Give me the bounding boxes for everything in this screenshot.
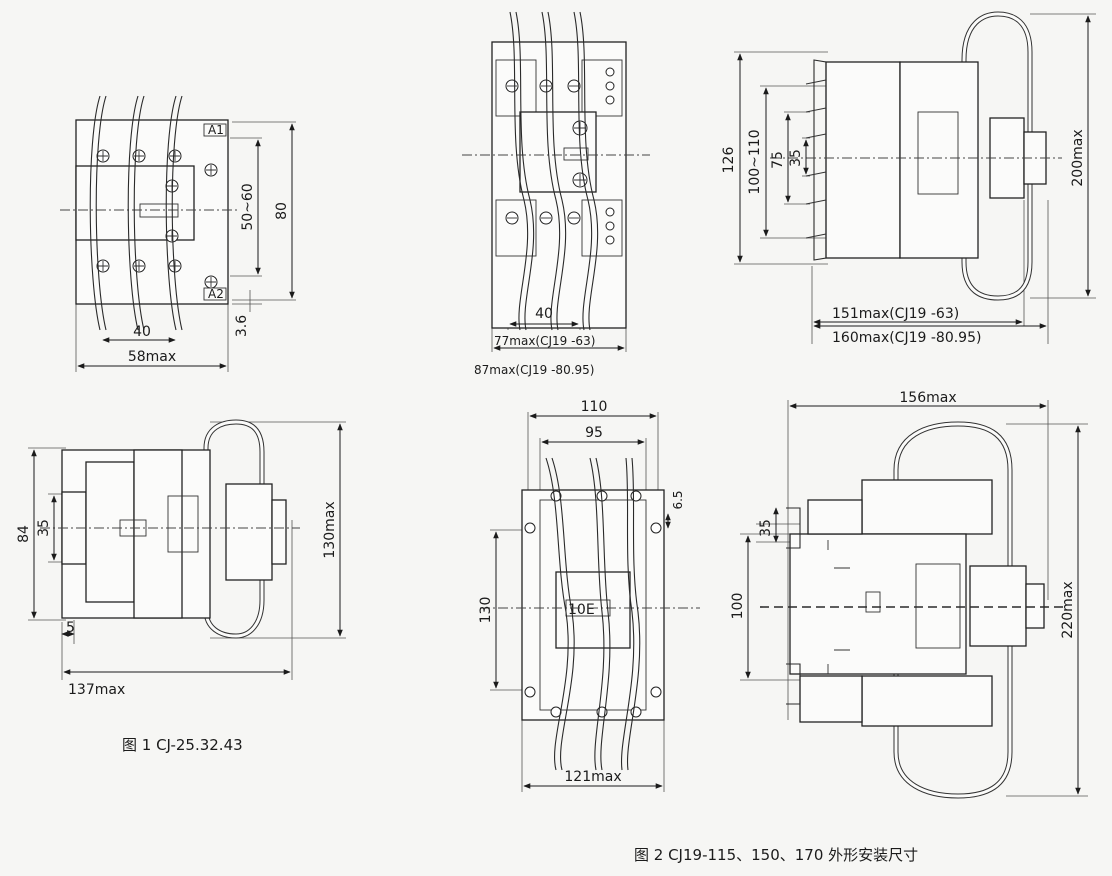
fig2-dim-100: 100: [730, 593, 746, 620]
fig2-dim-156max: 156max: [899, 390, 956, 406]
fig2-dim-160max: 160max(CJ19 -80.95): [832, 330, 981, 346]
fig1-dim-137max: 137max: [68, 682, 125, 698]
fig1-dim-5: 5: [66, 620, 75, 636]
fig1-dim-3-6: 3.6: [234, 315, 250, 337]
fig1-dim-80: 80: [274, 202, 290, 220]
fig1-dim-84: 84: [16, 525, 32, 543]
fig1-dim-40: 40: [133, 324, 151, 340]
fig2-dim-130: 130: [478, 597, 494, 624]
fig2-label-10e: 10E: [568, 602, 595, 618]
fig2-dim-200max: 200max: [1070, 129, 1086, 186]
fig2-top-dim-87max: 87max(CJ19 -80.95): [474, 363, 594, 377]
fig1-terminals: [96, 149, 218, 289]
terminal-a2-label: A2: [208, 287, 224, 301]
fig2-top-dim-40: 40: [535, 306, 553, 322]
fig2-top-dim-77max: 77max(CJ19 -63): [494, 334, 595, 348]
fig1-side-view: 84 35 130max 5 137max: [16, 419, 346, 698]
figure2-caption: 图 2 CJ19-115、150、170 外形安装尺寸: [634, 846, 918, 864]
fig2-dim-126: 126: [721, 147, 737, 174]
fig2-bottom-front-view: 10E 110 95 6.5 130 121max: [478, 399, 700, 792]
fig2-dim-6-5: 6.5: [671, 490, 685, 509]
fig1-dim-58max: 58max: [128, 349, 176, 365]
fig1-dim-50-60: 50~60: [240, 183, 256, 230]
fig1-dim-130max: 130max: [322, 501, 338, 558]
fig2-top-front-view: 40 77max(CJ19 -63) 87max(CJ19 -80.95): [462, 11, 650, 377]
fig2-dim-75: 75: [770, 151, 786, 169]
fig2-top-side-view: 126 100~110 75 35 200max 151max(CJ19 -63…: [721, 11, 1096, 346]
fig1-dim-35: 35: [36, 519, 52, 537]
fig2-dim-35-bottom: 35: [758, 519, 774, 537]
terminal-a1-label: A1: [208, 123, 224, 137]
figure1-caption: 图 1 CJ-25.32.43: [122, 736, 243, 754]
fig2-bottom-side-view: 156max 35 100 220max: [730, 390, 1088, 799]
fig2-dim-110: 110: [581, 399, 608, 415]
fig2-dim-95: 95: [585, 425, 603, 441]
fig1-front-view: A1 A2 40 58max 50~60 80 3.6: [60, 95, 296, 372]
fig2-dim-220max: 220max: [1060, 581, 1076, 638]
fig2-dim-35-top: 35: [788, 149, 804, 167]
fig2-dim-151max: 151max(CJ19 -63): [832, 306, 959, 322]
fig2-dim-100-110: 100~110: [747, 129, 763, 194]
fig2-dim-121max: 121max: [564, 769, 621, 785]
